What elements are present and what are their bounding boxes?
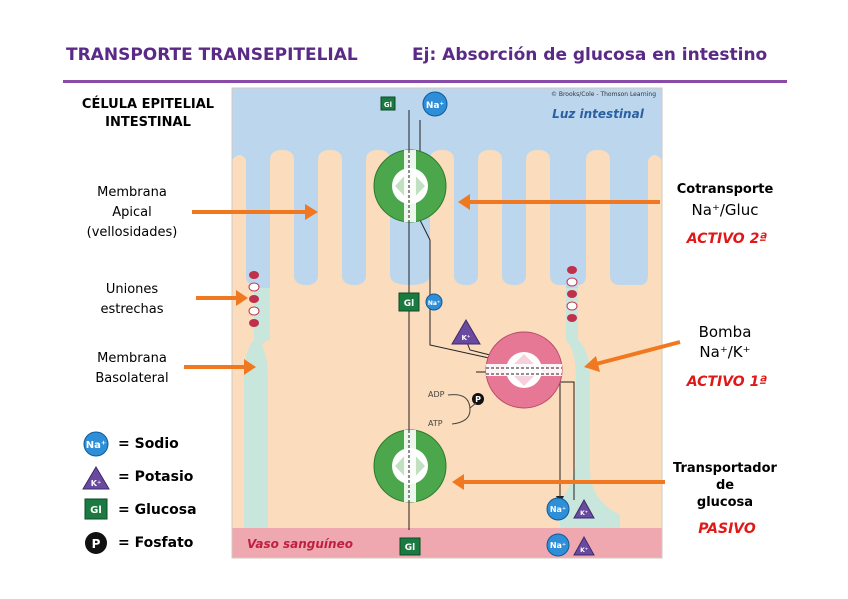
legend: Na⁺ K⁺ Gl P = Sodio = Potasio = Glucosa … bbox=[82, 430, 232, 560]
title-left: TRANSPORTE TRANSEPITELIAL bbox=[66, 45, 358, 65]
svg-text:K⁺: K⁺ bbox=[91, 479, 101, 488]
svg-text:Na⁺: Na⁺ bbox=[86, 440, 106, 451]
lumen-label: Luz intestinal bbox=[552, 107, 645, 121]
arrow-pump bbox=[584, 340, 681, 372]
legend-glucose-text: = Glucosa bbox=[118, 502, 197, 518]
legend-potassium-text: = Potasio bbox=[118, 469, 194, 485]
cell-label-line2: INTESTINAL bbox=[105, 115, 191, 130]
glucose-transporter bbox=[373, 429, 447, 503]
adp-label: ADP bbox=[428, 390, 445, 399]
cell-center-cytoplasm bbox=[258, 150, 580, 528]
sodium-interstitial: Na⁺ bbox=[546, 497, 570, 521]
cotransporter-na-glucose bbox=[373, 149, 447, 223]
label-basolateral-membrane: Membrana Basolateral bbox=[62, 349, 202, 389]
svg-text:K⁺: K⁺ bbox=[580, 510, 588, 517]
label-transporter-line2: de bbox=[715, 478, 735, 493]
potassium-middle: K⁺ bbox=[451, 319, 481, 345]
label-pump-line2: Na⁺/K⁺ bbox=[699, 343, 751, 361]
arrow-apical bbox=[192, 204, 318, 220]
label-pump: Bomba Na⁺/K⁺ bbox=[660, 322, 790, 362]
arrow-transporter bbox=[452, 474, 665, 490]
svg-text:Gl: Gl bbox=[90, 505, 102, 516]
label-cotransport-mode: ACTIVO 2ª bbox=[686, 231, 768, 247]
cell-right-partial bbox=[578, 150, 662, 528]
label-transporter-line3: glucosa bbox=[696, 495, 754, 510]
label-tight-line2: estrechas bbox=[100, 302, 164, 317]
credit-text: © Brooks/Cole - Thomson Learning bbox=[551, 91, 656, 98]
svg-text:Na⁺: Na⁺ bbox=[550, 541, 566, 550]
header-divider bbox=[63, 80, 787, 83]
svg-text:Gl: Gl bbox=[384, 101, 392, 109]
svg-text:Gl: Gl bbox=[404, 299, 414, 309]
label-transporter-mode: PASIVO bbox=[698, 521, 756, 537]
svg-text:Gl: Gl bbox=[405, 543, 415, 553]
title-right: Ej: Absorción de glucosa en intestino bbox=[412, 45, 768, 65]
label-cotransport: Cotransporte Na⁺/Gluc bbox=[660, 180, 790, 220]
svg-text:K⁺: K⁺ bbox=[580, 547, 588, 554]
label-tight-junctions: Uniones estrechas bbox=[62, 280, 202, 320]
cell-left-partial bbox=[232, 155, 260, 528]
svg-text:Na⁺: Na⁺ bbox=[550, 505, 566, 514]
svg-text:P: P bbox=[92, 537, 101, 551]
sodium-potassium-pump bbox=[485, 331, 563, 409]
label-basolateral-line1: Membrana bbox=[97, 351, 167, 366]
svg-text:Na⁺: Na⁺ bbox=[428, 300, 440, 307]
legend-sodium-text: = Sodio bbox=[118, 436, 179, 452]
label-apical-line2: Apical bbox=[112, 205, 152, 220]
legend-icons: Na⁺ K⁺ Gl P bbox=[82, 431, 110, 554]
svg-text:P: P bbox=[475, 395, 481, 404]
label-tight-line1: Uniones bbox=[105, 282, 159, 297]
label-apical-line1: Membrana bbox=[97, 185, 167, 200]
svg-text:Na⁺: Na⁺ bbox=[426, 101, 445, 111]
glucose-square-icon: Gl bbox=[84, 498, 108, 520]
label-apical-line3: (vellosidades) bbox=[86, 225, 178, 240]
tight-junction-left bbox=[248, 271, 260, 327]
glucose-blood: Gl bbox=[399, 537, 421, 556]
cell-center-basal bbox=[266, 395, 290, 528]
label-pump-line1: Bomba bbox=[698, 323, 752, 341]
interstitial-notch bbox=[244, 340, 268, 528]
blood-label: Vaso sanguíneo bbox=[247, 537, 353, 551]
label-basolateral-line2: Basolateral bbox=[95, 371, 169, 386]
arrow-basolateral bbox=[184, 359, 256, 375]
legend-phosphate-text: = Fosfato bbox=[118, 535, 194, 551]
potassium-triangle-icon: K⁺ bbox=[82, 466, 110, 490]
label-transporter: Transportador de glucosa bbox=[660, 460, 790, 511]
glucose-top: Gl bbox=[380, 96, 396, 111]
arrow-tight-junction bbox=[196, 290, 248, 306]
sodium-top: Na⁺ bbox=[422, 91, 448, 117]
diagram-frame bbox=[231, 87, 663, 559]
label-cotransport-line1: Cotransporte bbox=[676, 182, 774, 197]
phosphate-diagram: P bbox=[472, 393, 484, 405]
sodium-middle: Na⁺ bbox=[425, 293, 443, 311]
atp-label: ATP bbox=[428, 419, 443, 428]
cell-label: CÉLULA EPITELIAL INTESTINAL bbox=[62, 96, 234, 132]
arrow-cotransport bbox=[458, 194, 660, 210]
glucose-middle: Gl bbox=[398, 292, 420, 312]
tight-junction-right bbox=[566, 266, 578, 322]
label-transporter-line1: Transportador bbox=[673, 461, 777, 476]
svg-text:K⁺: K⁺ bbox=[461, 334, 470, 342]
potassium-blood: K⁺ bbox=[573, 535, 595, 556]
label-pump-mode: ACTIVO 1ª bbox=[686, 374, 768, 390]
label-cotransport-line2: Na⁺/Gluc bbox=[691, 201, 759, 219]
sodium-blood: Na⁺ bbox=[546, 533, 570, 557]
sodium-circle-icon: Na⁺ bbox=[83, 431, 109, 457]
atp-cycle-arrow bbox=[447, 394, 471, 425]
label-apical-membrane: Membrana Apical (vellosidades) bbox=[62, 183, 202, 243]
cell-label-line1: CÉLULA EPITELIAL bbox=[81, 97, 215, 112]
potassium-interstitial: K⁺ bbox=[573, 498, 595, 519]
phosphate-circle-icon: P bbox=[85, 532, 107, 554]
